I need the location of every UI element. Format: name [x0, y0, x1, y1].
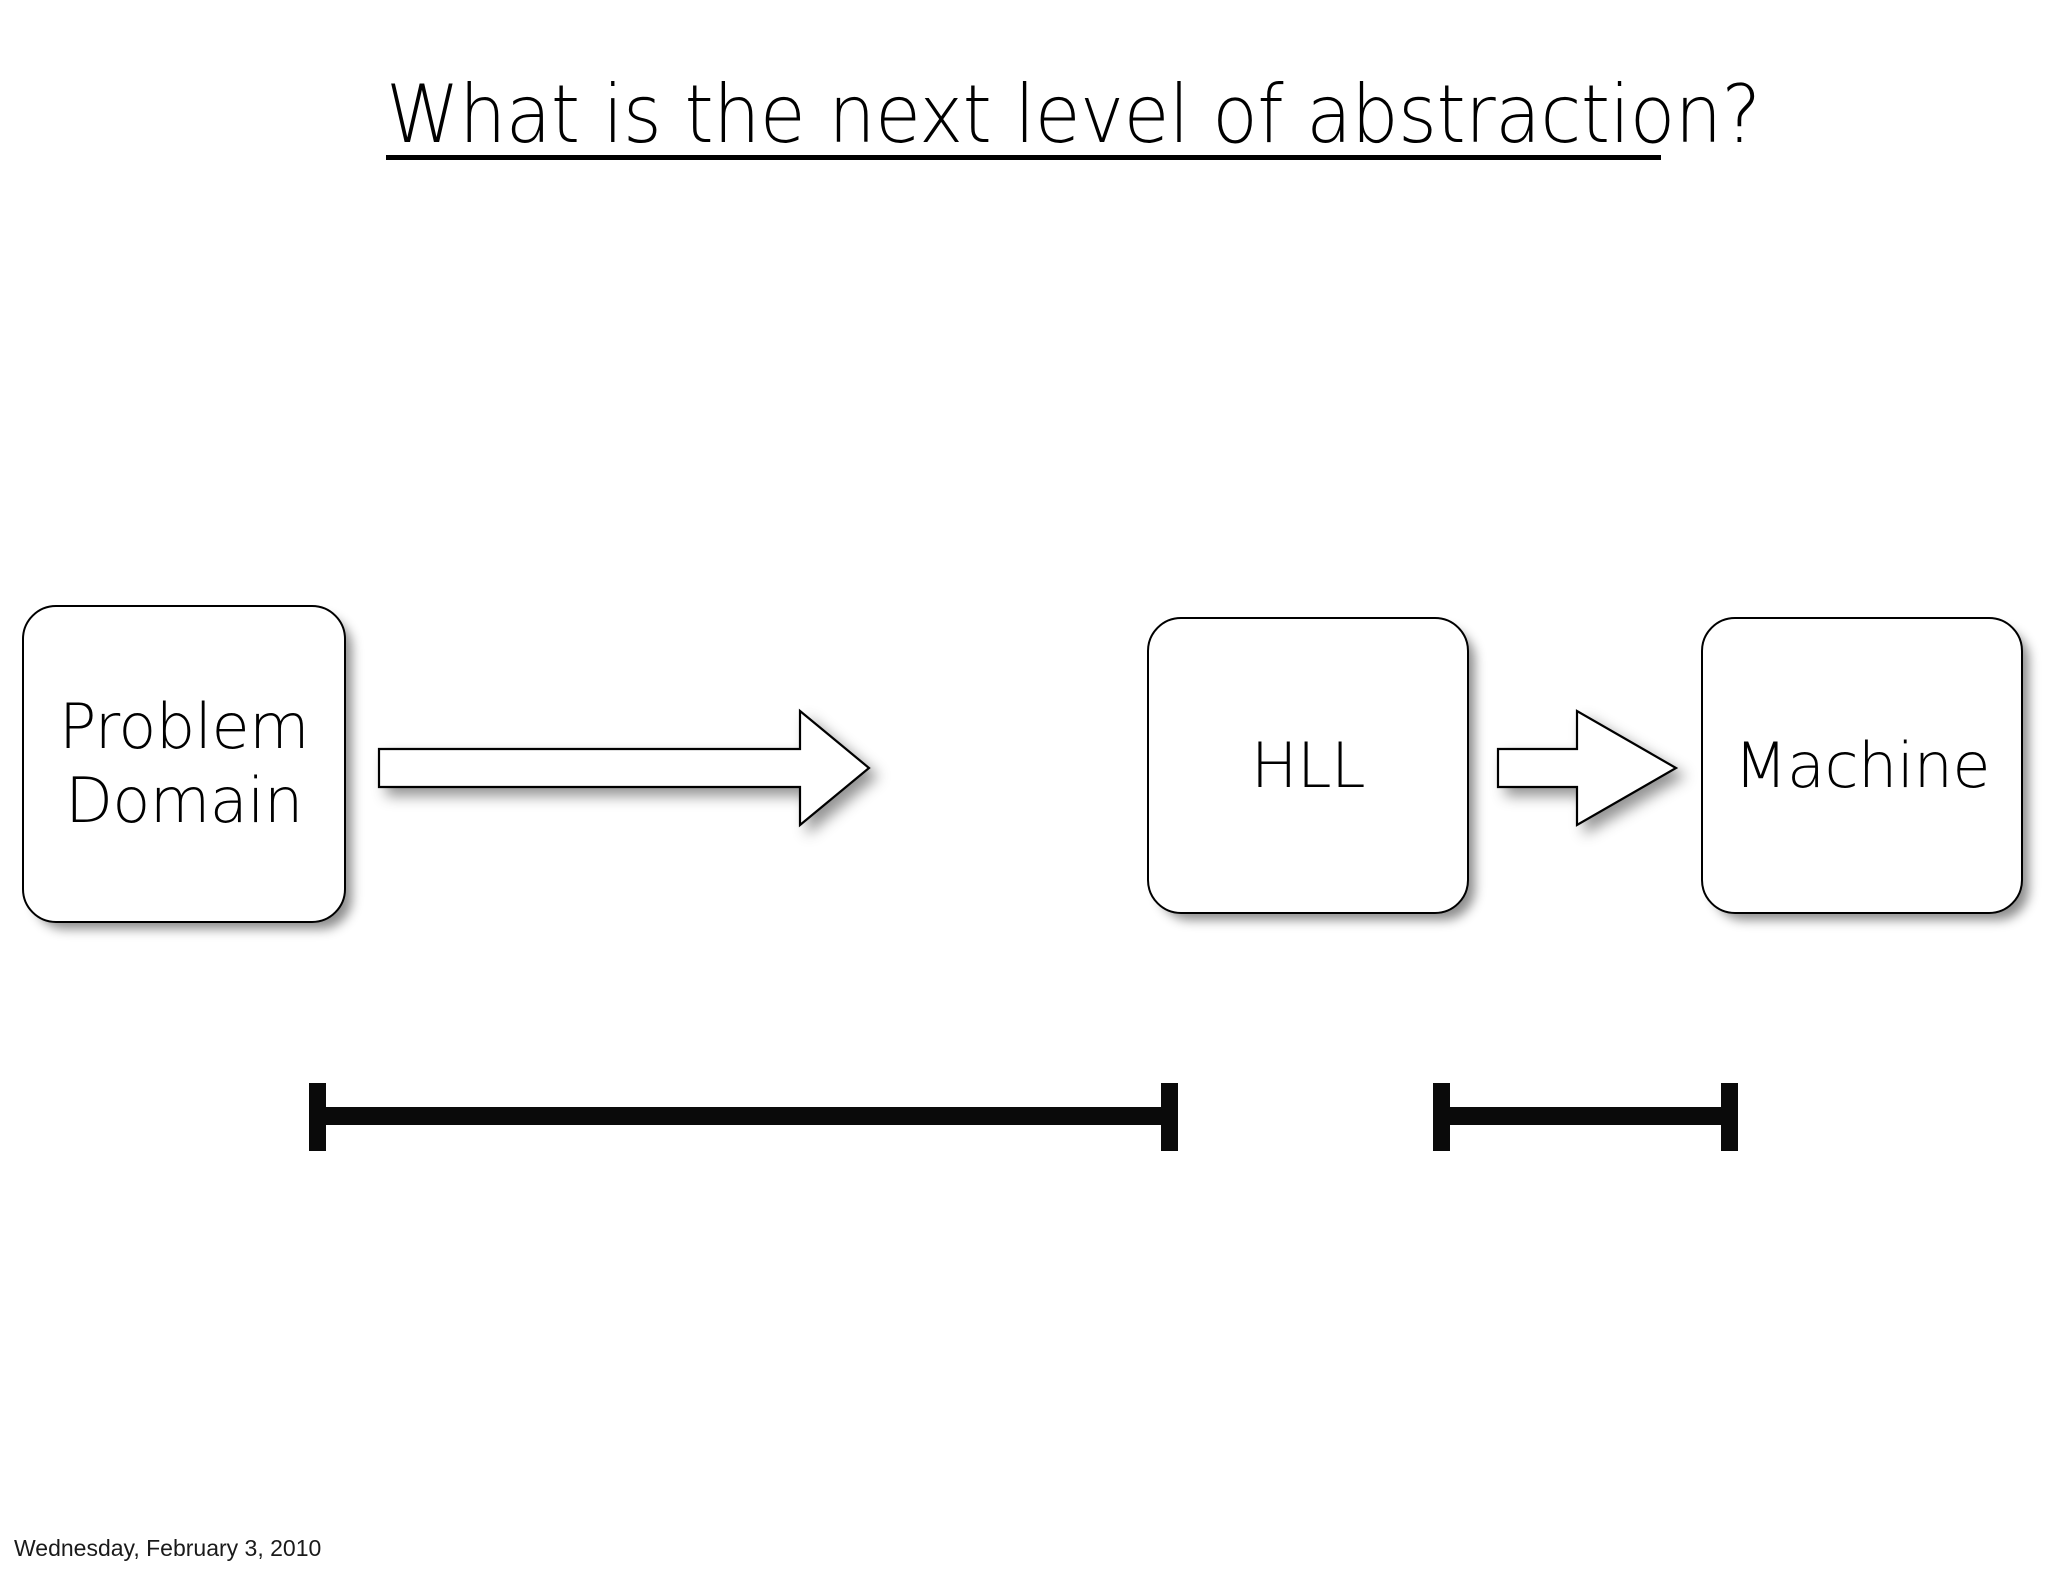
- span-bracket-compile-gap: [1433, 1083, 1738, 1151]
- footer-date: Wednesday, February 3, 2010: [14, 1535, 322, 1561]
- block-arrow-domain-to-hll: [374, 706, 874, 830]
- span-bracket-cap-right: [1161, 1083, 1178, 1151]
- span-bracket-abstraction-gap: [309, 1083, 1178, 1151]
- span-bracket-bar: [1433, 1107, 1738, 1125]
- page-title: What is the next level of abstraction?: [386, 68, 1761, 161]
- node-label-hll: HLL: [1250, 728, 1366, 802]
- block-arrow-domain-to-hll-glyph: [377, 708, 871, 828]
- block-arrow-hll-to-machine: [1493, 706, 1681, 830]
- node-box-problem-domain[interactable]: Problem Domain: [22, 605, 346, 923]
- node-box-hll[interactable]: HLL: [1147, 617, 1469, 914]
- node-label-machine: Machine: [1733, 728, 1991, 802]
- span-bracket-bar: [309, 1107, 1178, 1125]
- span-bracket-cap-right: [1721, 1083, 1738, 1151]
- node-label-problem-domain: Problem Domain: [59, 690, 309, 837]
- block-arrow-hll-to-machine-glyph: [1496, 709, 1679, 827]
- title-underline: [386, 155, 1661, 160]
- node-box-machine[interactable]: Machine: [1701, 617, 2023, 914]
